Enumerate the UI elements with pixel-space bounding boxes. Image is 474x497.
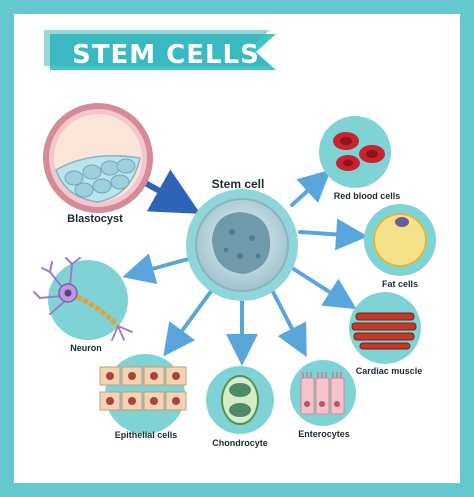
arrow-to-fat (298, 218, 368, 251)
arrow-to-enterocytes (270, 288, 307, 358)
neuron-label: Neuron (70, 343, 102, 353)
enterocytes-label: Enterocytes (298, 429, 350, 439)
blastocyst-illustration (43, 103, 153, 213)
stem-cell-label: Stem cell (211, 177, 265, 191)
epithelial-cells-illustration (99, 354, 187, 434)
stem-cell-illustration (186, 189, 298, 301)
cardiac-muscle-label: Cardiac muscle (355, 366, 423, 376)
page-title: STEM CELLS (72, 40, 260, 70)
red-blood-cells-label: Red blood cells (333, 191, 401, 201)
fat-cells-illustration (364, 204, 436, 276)
red-blood-cells-illustration (319, 116, 391, 188)
arrow-from-blastocyst (137, 169, 201, 214)
title-banner (44, 30, 276, 70)
fat-cells-label: Fat cells (381, 279, 419, 289)
arrow-to-cardiac (290, 266, 357, 310)
arrow-to-epithelial (163, 288, 214, 357)
cardiac-muscle-illustration (349, 292, 421, 364)
chondrocyte-illustration (206, 366, 274, 434)
chondrocyte-label: Chondrocyte (212, 438, 268, 448)
arrows (122, 169, 368, 366)
neuron-illustration (33, 257, 133, 341)
arrow-to-red-blood (290, 169, 331, 207)
arrow-to-neuron (122, 253, 194, 285)
blastocyst-label: Blastocyst (67, 213, 123, 225)
epithelial-cells-label: Epithelial cells (114, 430, 178, 440)
enterocytes-illustration (290, 360, 356, 426)
